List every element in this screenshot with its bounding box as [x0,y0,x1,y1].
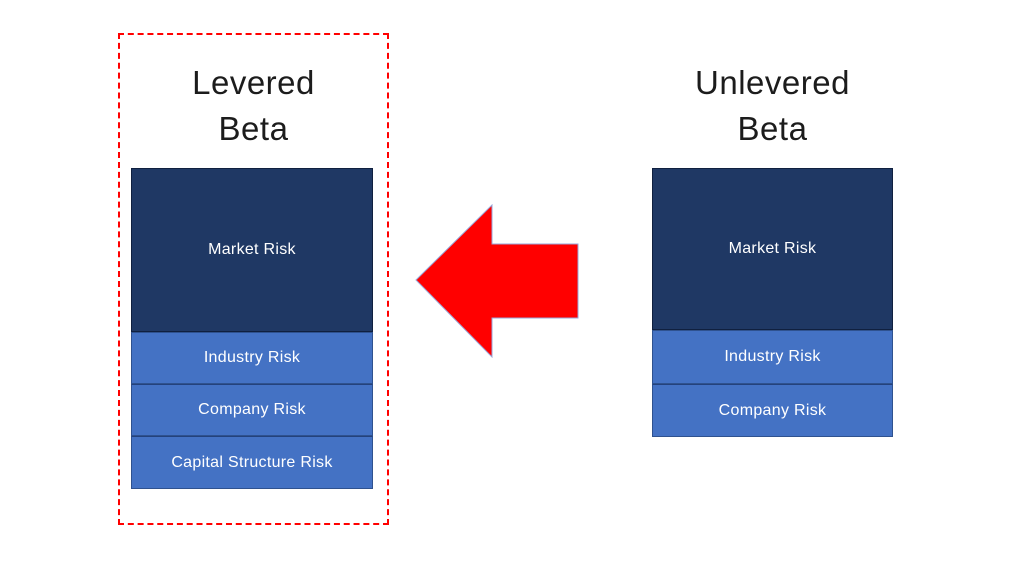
unlevered-beta-stack: Market Risk Industry Risk Company Risk [652,168,893,437]
unlevered-segment-industry-risk: Industry Risk [652,330,893,384]
levered-highlight-dashed-border [118,33,389,525]
segment-label: Industry Risk [724,348,821,365]
unlevered-segment-market-risk: Market Risk [652,168,893,330]
segment-label: Company Risk [198,401,306,418]
unlevered-beta-title: Unlevered Beta [695,64,850,147]
segment-label: Market Risk [208,241,296,258]
left-arrow-shape [415,204,579,358]
levered-beta-stack: Market Risk Industry Risk Company Risk C… [131,168,373,489]
levered-segment-industry-risk: Industry Risk [131,332,373,384]
segment-label: Company Risk [718,401,827,419]
levered-segment-company-risk: Company Risk [131,384,373,436]
segment-label: Industry Risk [203,349,301,366]
levered-segment-market-risk: Market Risk [131,168,373,332]
levered-beta-title: Levered Beta [192,64,315,147]
unlevered-segment-company-risk: Company Risk [652,384,893,437]
segment-label: Capital Structure Risk [171,453,333,471]
levered-segment-capital-structure-risk: Capital Structure Risk [131,436,373,489]
segment-label: Market Risk [728,240,817,257]
left-arrow-icon [415,204,579,358]
